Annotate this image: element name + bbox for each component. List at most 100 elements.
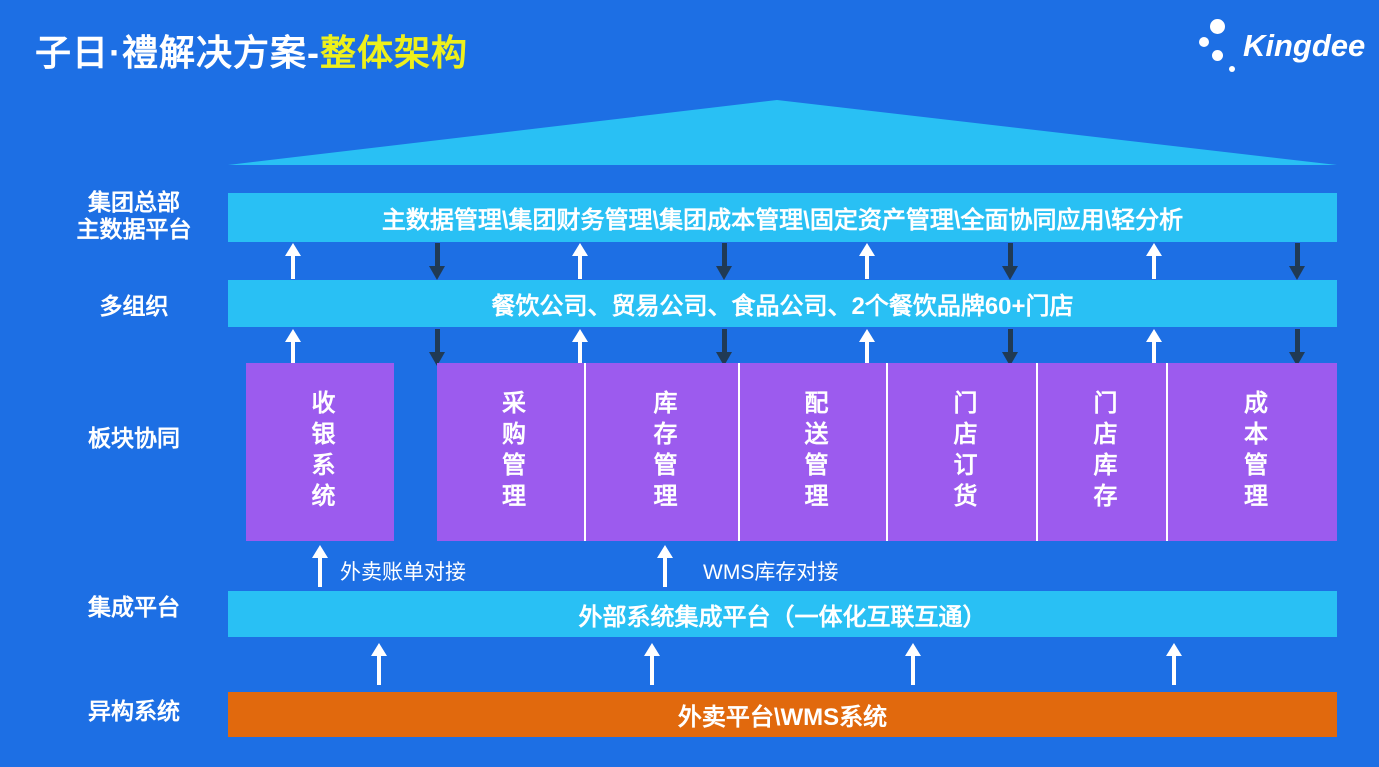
module-grid: 采购管理 库存管理 配送管理 门店订货 门店库存 成本管理 <box>437 363 1337 541</box>
down-arrow-head <box>716 266 732 280</box>
arrow-shaft <box>434 243 440 266</box>
up-arrow-head <box>1146 329 1162 342</box>
down-arrow-head <box>1002 352 1018 366</box>
up-arrow <box>1145 243 1163 279</box>
down-arrow <box>428 243 446 280</box>
module-column-cost: 成本管理 <box>1166 363 1337 541</box>
up-arrow-head <box>312 545 328 558</box>
up-arrow-head <box>371 643 387 656</box>
up-arrow-head <box>572 243 588 256</box>
module-column-label: 配送管理 <box>800 390 827 514</box>
sidebar-label-hq-line1: 集团总部 <box>88 189 180 215</box>
module-column-label: 采购管理 <box>497 390 525 514</box>
down-arrow <box>428 329 446 366</box>
logo-dots-icon <box>1229 66 1235 72</box>
up-arrow-head <box>1146 243 1162 256</box>
module-column-label: 成本管理 <box>1239 390 1267 514</box>
arrow-shaft <box>291 342 295 365</box>
down-arrow-head <box>1289 266 1305 280</box>
module-pos-label: 收银系统 <box>307 390 334 514</box>
module-column-store-order: 门店订货 <box>886 363 1036 541</box>
arrow-shaft <box>1007 243 1013 266</box>
up-arrow <box>311 545 329 587</box>
down-arrow-head <box>429 266 445 280</box>
arrow-shaft <box>650 656 654 685</box>
arrow-shaft <box>434 329 440 352</box>
sidebar-label-hq: 集团总部 主数据平台 <box>34 189 234 243</box>
arrow-shaft <box>1152 256 1156 279</box>
up-arrow-head <box>572 329 588 342</box>
arrow-shaft <box>377 656 381 685</box>
logo-wordmark: Kingdee <box>1243 28 1366 63</box>
module-column-label: 门店库存 <box>1089 390 1116 514</box>
down-arrow <box>1001 243 1019 280</box>
page-title-main: 子日·禮解决方案- <box>35 32 320 73</box>
down-arrow-head <box>1002 266 1018 280</box>
arrow-shaft <box>1152 342 1156 365</box>
takeout-connector-label: 外卖账单对接 <box>340 561 466 584</box>
roof-triangle <box>228 100 1337 165</box>
up-arrow <box>370 643 388 685</box>
up-arrow-head <box>1166 643 1182 656</box>
arrow-shaft <box>578 342 582 365</box>
arrow-shaft <box>291 256 295 279</box>
down-arrow <box>715 243 733 280</box>
down-arrow-head <box>429 352 445 366</box>
up-arrow <box>858 243 876 279</box>
multi-org-bar: 餐饮公司、贸易公司、食品公司、2个餐饮品牌60+门店 <box>228 280 1337 327</box>
up-arrow-head <box>285 329 301 342</box>
page-title: 子日·禮解决方案-整体架构 <box>35 24 468 76</box>
up-arrow <box>643 643 661 685</box>
master-data-bar: 主数据管理\集团财务管理\集团成本管理\固定资产管理\全面协同应用\轻分析 <box>228 193 1337 242</box>
arrow-shaft <box>911 656 915 685</box>
module-column-store-stock: 门店库存 <box>1036 363 1166 541</box>
arrow-shaft <box>1172 656 1176 685</box>
down-arrow <box>1288 329 1306 366</box>
logo-dots-icon <box>1212 50 1223 61</box>
module-pos: 收银系统 <box>246 363 394 541</box>
arrow-shaft <box>318 558 322 587</box>
page-title-highlight: 整体架构 <box>319 32 468 73</box>
up-arrow-head <box>859 329 875 342</box>
arrow-shaft <box>721 243 727 266</box>
logo-dots-icon <box>1199 37 1209 47</box>
up-arrow <box>284 329 302 365</box>
down-arrow <box>1001 329 1019 366</box>
sidebar-label-integration: 集成平台 <box>88 594 180 620</box>
up-arrow <box>858 329 876 365</box>
module-column-label: 门店订货 <box>949 390 976 514</box>
arrow-shaft <box>865 256 869 279</box>
logo-dots-icon <box>1210 19 1225 34</box>
down-arrow <box>715 329 733 366</box>
wms-connector-label: WMS库存对接 <box>703 561 839 584</box>
down-arrow-head <box>716 352 732 366</box>
arrow-shaft <box>1007 329 1013 352</box>
up-arrow <box>571 329 589 365</box>
up-arrow <box>656 545 674 587</box>
up-arrow-head <box>285 243 301 256</box>
sidebar-label-sector: 板块协同 <box>88 425 180 451</box>
up-arrow-head <box>859 243 875 256</box>
module-column-inventory: 库存管理 <box>584 363 738 541</box>
arrow-shaft <box>1294 243 1300 266</box>
up-arrow-head <box>644 643 660 656</box>
integration-platform-bar: 外部系统集成平台（一体化互联互通） <box>228 591 1337 637</box>
sidebar-label-hetero: 异构系统 <box>88 698 180 724</box>
module-column-label: 库存管理 <box>649 390 676 514</box>
down-arrow <box>1288 243 1306 280</box>
module-column-distribution: 配送管理 <box>738 363 886 541</box>
arrow-shaft <box>865 342 869 365</box>
arrow-shaft <box>663 558 667 587</box>
arrow-shaft <box>721 329 727 352</box>
sidebar-label-multi-org: 多组织 <box>99 293 169 319</box>
up-arrow <box>571 243 589 279</box>
down-arrow-head <box>1289 352 1305 366</box>
module-column-purchase: 采购管理 <box>437 363 584 541</box>
up-arrow-head <box>657 545 673 558</box>
up-arrow <box>1165 643 1183 685</box>
up-arrow <box>284 243 302 279</box>
up-arrow-head <box>905 643 921 656</box>
arrow-shaft <box>1294 329 1300 352</box>
up-arrow <box>1145 329 1163 365</box>
up-arrow <box>904 643 922 685</box>
